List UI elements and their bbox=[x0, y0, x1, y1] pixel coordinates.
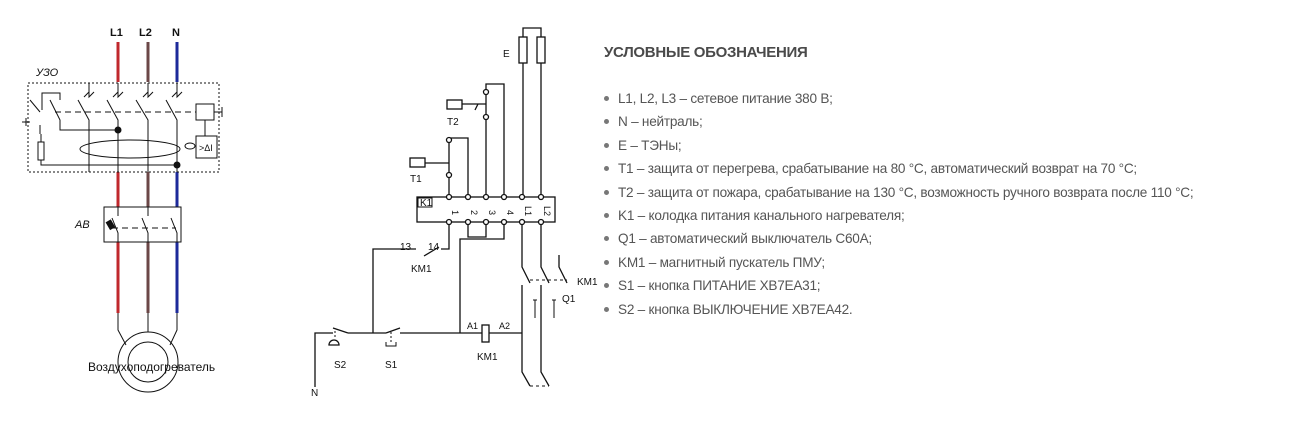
n-label: N bbox=[311, 388, 318, 399]
km1-contact-14: 14 bbox=[428, 242, 440, 253]
legend-text: KM1 – магнитный пускатель ПМУ; bbox=[618, 254, 825, 270]
km1-contact-13: 13 bbox=[400, 242, 412, 253]
legend-item: Q1 – автоматический выключатель C60A; bbox=[604, 227, 1193, 250]
k1-terminal-block bbox=[416, 196, 556, 223]
legend-text: K1 – колодка питания канального нагреват… bbox=[618, 208, 905, 224]
legend-item: T1 – защита от перегрева, срабатывание н… bbox=[604, 157, 1193, 180]
legend-text: S2 – кнопка ВЫКЛЮЧЕНИЕ XB7EA42. bbox=[618, 301, 853, 317]
legend-item: N – нейтраль; bbox=[604, 110, 1193, 133]
t2-sensor bbox=[446, 99, 463, 110]
terminal-circles bbox=[445, 193, 545, 226]
power-circuit-diagram: L1 L2 N УЗО >ΔI bbox=[22, 27, 223, 393]
legend-text: T1 – защита от перегрева, срабатывание н… bbox=[618, 161, 1137, 177]
legend-text: E – ТЭНы; bbox=[618, 137, 682, 153]
rcd-internals: >ΔI bbox=[22, 83, 223, 172]
bullet-icon bbox=[604, 212, 609, 218]
terminal-l2: L2 bbox=[542, 206, 552, 216]
heating-element-2 bbox=[536, 36, 546, 64]
bullet-icon bbox=[604, 283, 609, 289]
terminal-3: 3 bbox=[487, 210, 497, 215]
label-l2: L2 bbox=[139, 27, 152, 39]
km1-contact-label: KM1 bbox=[411, 264, 432, 275]
heating-element-1 bbox=[518, 36, 528, 64]
coil-km1-label: KM1 bbox=[477, 352, 498, 363]
q1-contacts bbox=[521, 285, 550, 387]
legend-item: L1, L2, L3 – сетевое питание 380 В; bbox=[604, 87, 1193, 110]
terminal-2: 2 bbox=[469, 210, 479, 215]
label-l1: L1 bbox=[110, 27, 123, 39]
heater-e-label: E bbox=[503, 49, 510, 60]
legend-title: УСЛОВНЫЕ ОБОЗНАЧЕНИЯ bbox=[604, 44, 808, 61]
s2-mushroom-button bbox=[328, 339, 340, 346]
legend-item: S2 – кнопка ВЫКЛЮЧЕНИЕ XB7EA42. bbox=[604, 298, 1193, 321]
bullet-icon bbox=[604, 95, 609, 101]
control-circuit-diagram: E T2 T1 K1 1 2 3 4 L1 L2 bbox=[311, 27, 598, 399]
coil-a1-label: A1 bbox=[467, 321, 478, 331]
coil-a2-label: A2 bbox=[499, 321, 510, 331]
rcd-label: УЗО bbox=[35, 67, 59, 79]
heater-symbol-inner bbox=[127, 341, 169, 383]
rcd-symbol: >ΔI bbox=[199, 143, 213, 153]
legend-text: Q1 – автоматический выключатель C60A; bbox=[618, 231, 872, 247]
bullet-icon bbox=[604, 119, 609, 125]
phase-wires bbox=[116, 42, 179, 313]
km1-coil bbox=[481, 324, 490, 343]
s1-label: S1 bbox=[385, 360, 398, 371]
legend-list: L1, L2, L3 – сетевое питание 380 В; N – … bbox=[604, 87, 1194, 321]
bullet-icon bbox=[604, 259, 609, 265]
s2-label: S2 bbox=[334, 360, 347, 371]
heater-label: Воздухоподогреватель bbox=[88, 360, 215, 374]
breaker-box bbox=[103, 206, 182, 243]
bullet-icon bbox=[604, 142, 609, 148]
legend-item: K1 – колодка питания канального нагреват… bbox=[604, 204, 1193, 227]
rcd-box bbox=[27, 82, 220, 173]
k1-label: K1 bbox=[420, 198, 433, 209]
terminal-4: 4 bbox=[505, 210, 515, 215]
t1-label: T1 bbox=[410, 174, 422, 185]
terminal-1: 1 bbox=[450, 210, 460, 215]
legend-text: T2 – защита от пожара, срабатывание на 1… bbox=[618, 184, 1194, 200]
legend-text: L1, L2, L3 – сетевое питание 380 В; bbox=[618, 91, 833, 106]
legend-text: S1 – кнопка ПИТАНИЕ XB7EA31; bbox=[618, 278, 821, 294]
breaker-contacts bbox=[111, 207, 178, 242]
legend-item: S1 – кнопка ПИТАНИЕ XB7EA31; bbox=[604, 274, 1193, 297]
bullet-icon bbox=[604, 189, 609, 195]
heater-symbol-outer bbox=[117, 331, 179, 393]
t2-label: T2 bbox=[447, 117, 459, 128]
legend: УСЛОВНЫЕ ОБОЗНАЧЕНИЯ L1, L2, L3 – сетево… bbox=[604, 44, 1194, 321]
bullet-icon bbox=[604, 236, 609, 242]
terminal-l1: L1 bbox=[523, 206, 533, 216]
legend-text: N – нейтраль; bbox=[618, 114, 703, 130]
label-n: N bbox=[172, 27, 180, 39]
legend-item: E – ТЭНы; bbox=[604, 134, 1193, 157]
breaker-label: АВ bbox=[74, 219, 90, 231]
km1-main-contacts bbox=[521, 225, 568, 284]
km1-main-label: KM1 bbox=[577, 277, 598, 288]
bullet-icon bbox=[604, 306, 609, 312]
t1-sensor bbox=[409, 157, 426, 168]
legend-item: T2 – защита от пожара, срабатывание на 1… bbox=[604, 181, 1194, 204]
legend-item: KM1 – магнитный пускатель ПМУ; bbox=[604, 251, 1193, 274]
q1-label: Q1 bbox=[562, 294, 576, 305]
bullet-icon bbox=[604, 166, 609, 172]
